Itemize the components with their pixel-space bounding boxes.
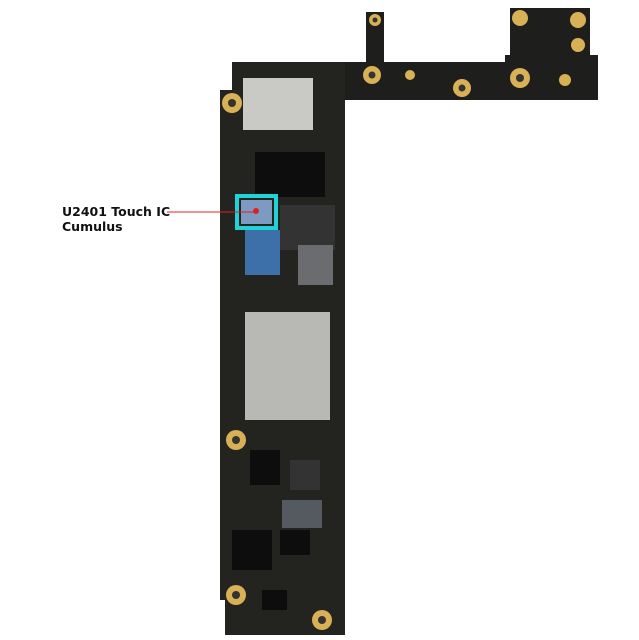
chip-grey xyxy=(298,245,333,285)
chip-e xyxy=(282,500,322,528)
chip-f xyxy=(232,530,272,570)
chip-h xyxy=(262,590,287,610)
shield-nand xyxy=(245,312,330,420)
label-line-1: U2401 Touch IC xyxy=(62,204,171,219)
chip-c xyxy=(250,450,280,485)
pointer-dot xyxy=(253,208,259,214)
chip-blue xyxy=(245,230,280,275)
board-stalk xyxy=(366,12,384,64)
touch-ic-label: U2401 Touch IC Cumulus xyxy=(62,204,170,234)
label-line-2: Cumulus xyxy=(62,219,123,234)
chip-a xyxy=(255,152,325,197)
chip-b xyxy=(280,205,335,250)
shield-top xyxy=(243,78,313,130)
board-top-arm xyxy=(335,8,598,100)
chip-d xyxy=(290,460,320,490)
chip-g xyxy=(280,530,310,555)
